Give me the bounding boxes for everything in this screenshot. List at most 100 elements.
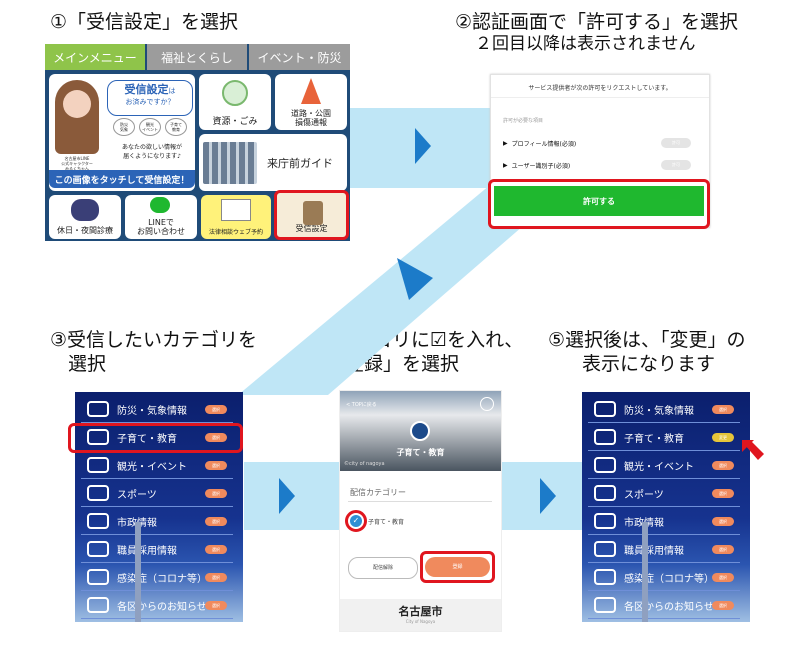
unsubscribe-button[interactable]: 配信解除 — [348, 557, 418, 579]
allow-button[interactable]: 許可する — [494, 186, 704, 216]
category-label: 感染症（コロナ等） — [117, 573, 207, 585]
tv-tower-image — [135, 522, 141, 622]
receive-settings-label: 受信設定 — [295, 224, 328, 233]
category-row[interactable]: 感染症（コロナ等）選択 — [588, 564, 740, 591]
category-badge[interactable]: 選択 — [205, 488, 227, 498]
category-badge[interactable]: 変更 — [712, 432, 734, 442]
tab-main-menu[interactable]: メインメニュー — [45, 44, 145, 70]
auth-screen: サービス提供者が次の許可をリクエストしています。 許可が必要な項目 ▶ プロフィ… — [488, 74, 710, 229]
category-row[interactable]: 市政情報選択 — [81, 508, 233, 535]
category-row[interactable]: 観光・イベント選択 — [588, 452, 740, 479]
bell-icon — [87, 457, 109, 473]
category-badge[interactable]: 選択 — [712, 544, 734, 554]
runner-icon — [87, 485, 109, 501]
header-photo: < TOPに戻る 子育て・教育 ©city of nagoya — [340, 391, 501, 471]
category-row[interactable]: 防災・気象情報選択 — [81, 396, 233, 423]
step2-note: ２回目以降は表示されません — [475, 34, 696, 54]
register-highlight — [420, 551, 495, 583]
category-detail-screen: < TOPに戻る 子育て・教育 ©city of nagoya 配信カテゴリー … — [339, 390, 502, 632]
category-badge[interactable]: 選択 — [712, 600, 734, 610]
category-row[interactable]: 防災・気象情報選択 — [588, 396, 740, 423]
category-section-title: 配信カテゴリー — [350, 488, 406, 497]
detail-title: 子育て・教育 — [396, 448, 445, 457]
disaster-icon — [594, 401, 616, 417]
law-consult-tile[interactable]: 法律相談ウェブ予約 — [201, 195, 271, 239]
step3-caption: ③受信したいカテゴリを — [50, 329, 258, 351]
recycle-icon — [222, 80, 248, 106]
mask-icon — [87, 569, 109, 585]
divider — [348, 501, 492, 502]
category-badge[interactable]: 選択 — [205, 460, 227, 470]
promo-tile[interactable]: 名古屋市LINE 公式キャラクター みるくちゃん 受信設定は お済みですか？ 防… — [49, 74, 195, 191]
child-icon — [87, 429, 109, 445]
category-label: 観光・イベント — [117, 461, 187, 473]
footer-city-name: 名古屋市 — [398, 605, 443, 618]
tab-welfare[interactable]: 福祉とくらし — [147, 44, 247, 70]
receive-settings-tile[interactable]: 受信設定 — [274, 190, 349, 240]
back-link[interactable]: < TOPに戻る — [346, 402, 377, 408]
step5-caption: ⑤選択後は、「変更」の — [548, 329, 746, 351]
category-badge[interactable]: 選択 — [712, 404, 734, 414]
auth-item-label: ユーザー識別子(必須) — [511, 162, 571, 170]
category-badge[interactable]: 選択 — [712, 572, 734, 582]
footer: 名古屋市 City of Nagoya — [340, 599, 501, 631]
character-caption: 名古屋市LINE 公式キャラクター みるくちゃん — [61, 156, 93, 171]
law-consult-label: 法律相談ウェブ予約 — [208, 229, 263, 236]
recycle-label: 資源・ごみ — [212, 117, 258, 127]
step5-caption-line2: 表示になります — [582, 353, 716, 375]
step3-caption-line2: 選択 — [68, 353, 107, 375]
category-row[interactable]: 観光・イベント 選択 — [81, 452, 233, 479]
category-badge[interactable]: 選択 — [205, 432, 227, 442]
permission-badge: 許可 — [661, 160, 691, 170]
category-label: 各区からのお知らせ — [624, 601, 714, 613]
house-icon — [594, 597, 616, 613]
category-row[interactable]: 職員採用情報選択 — [81, 536, 233, 563]
photo-credit: ©city of nagoya — [344, 461, 385, 467]
auth-section-title: 許可が必要な項目 — [503, 118, 544, 124]
step2-caption: ②認証画面で「許可する」を選択 — [455, 11, 739, 33]
category-badge[interactable]: 選択 — [205, 404, 227, 414]
tab-event-disaster[interactable]: イベント・防災 — [249, 44, 350, 70]
runner-icon — [594, 485, 616, 501]
line-contact-tile[interactable]: LINEで お問い合わせ — [125, 195, 197, 239]
auth-item-profile[interactable]: ▶ プロフィール情報(必須) 許可 — [503, 135, 699, 151]
house-icon — [87, 597, 109, 613]
category-badge[interactable]: 選択 — [205, 600, 227, 610]
flow-arrow-right-icon — [540, 478, 556, 514]
category-badge[interactable]: 選択 — [712, 516, 734, 526]
newspaper-icon — [594, 513, 616, 529]
recycle-tile[interactable]: 資源・ごみ — [199, 74, 271, 130]
category-row[interactable]: 市政情報選択 — [588, 508, 740, 535]
category-row[interactable]: 各区からのお知らせ選択 — [588, 592, 740, 619]
auth-item-userid[interactable]: ▶ ユーザー識別子(必須) 許可 — [503, 157, 699, 173]
tag-childcare: 子育て 教育 — [165, 118, 187, 136]
pen-icon — [594, 541, 616, 557]
category-badge[interactable]: 選択 — [712, 460, 734, 470]
tv-tower-image — [642, 522, 648, 622]
category-row[interactable]: 各区からのお知らせ選択 — [81, 592, 233, 619]
divider — [491, 97, 709, 98]
category-row[interactable]: スポーツ選択 — [588, 480, 740, 507]
category-badge[interactable]: 選択 — [205, 572, 227, 582]
character-face — [63, 90, 91, 118]
category-row[interactable]: 感染症（コロナ等）選択 — [81, 564, 233, 591]
flow-arrow-down-left-icon — [397, 258, 433, 300]
category-row[interactable]: 子育て・教育変更 — [588, 424, 740, 451]
register-button[interactable]: 登録 — [425, 557, 490, 577]
promo-title: 受信設定 — [124, 83, 169, 96]
traffic-cone-icon — [301, 78, 321, 104]
city-hall-guide-tile[interactable]: 来庁前ガイド — [199, 134, 347, 191]
child-icon — [410, 421, 430, 441]
footer-city-sub: City of Nagoya — [405, 619, 436, 624]
category-row[interactable]: 職員採用情報選択 — [588, 536, 740, 563]
category-badge[interactable]: 選択 — [712, 488, 734, 498]
category-badge[interactable]: 選択 — [205, 544, 227, 554]
tag-tourism: 観光 イベント — [139, 118, 161, 136]
night-clinic-tile[interactable]: 休日・夜間診療 — [49, 195, 121, 239]
line-chat-icon — [150, 197, 170, 213]
step1-caption: ①「受信設定」を選択 — [50, 11, 239, 33]
road-report-tile[interactable]: 道路・公園 損傷通報 — [275, 74, 347, 130]
category-row[interactable]: スポーツ選択 — [81, 480, 233, 507]
category-badge[interactable]: 選択 — [205, 516, 227, 526]
mask-icon — [594, 569, 616, 585]
